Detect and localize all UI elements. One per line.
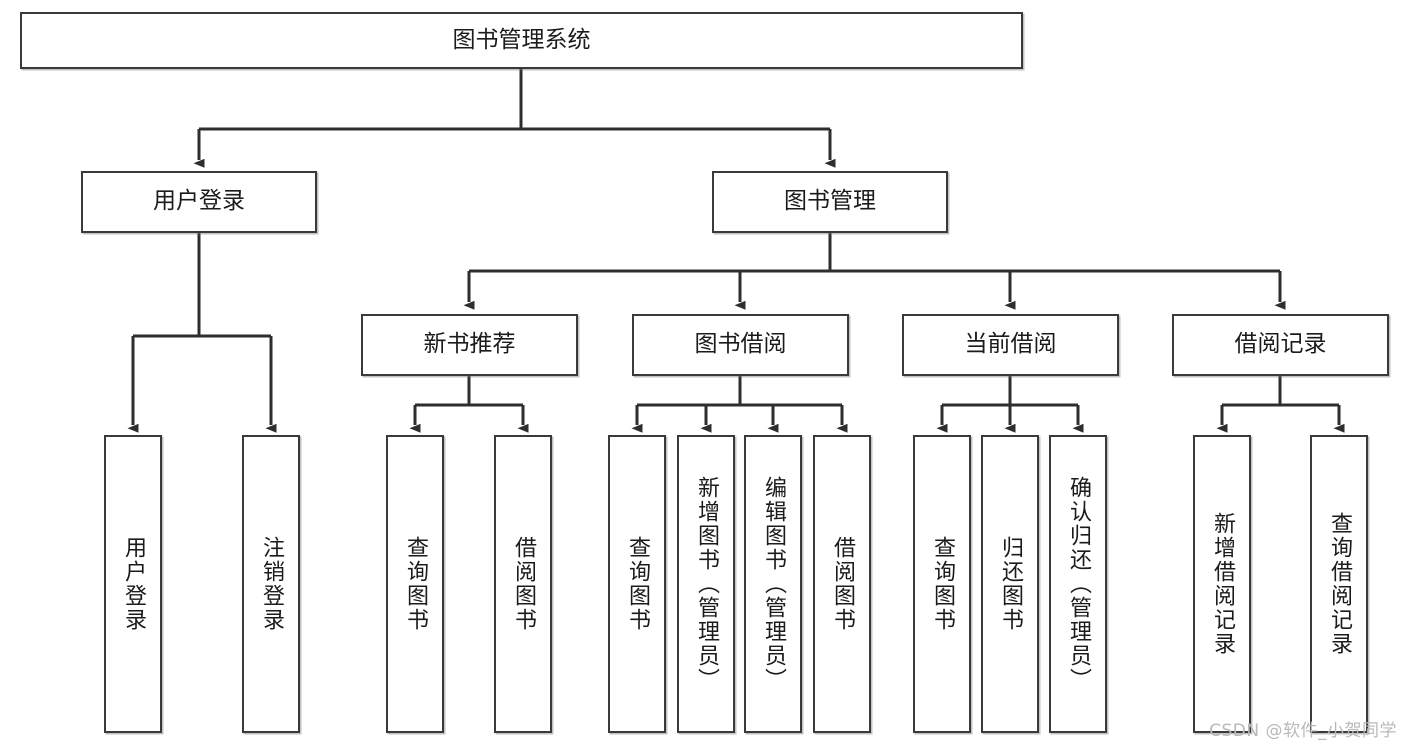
node-label: 查询图书 bbox=[403, 536, 428, 632]
node-label: 新增图书（管理员） bbox=[694, 476, 719, 692]
node-label: 借阅记录 bbox=[1234, 331, 1327, 358]
node-label: 用户登录 bbox=[121, 536, 146, 632]
node-label: 查询图书 bbox=[930, 536, 955, 632]
node-label: 查询借阅记录 bbox=[1327, 512, 1352, 656]
leaf-book-borrow-add-admin[interactable]: 新增图书（管理员） bbox=[677, 435, 735, 733]
leaf-new-book-borrow[interactable]: 借阅图书 bbox=[494, 435, 552, 733]
node-label: 编辑图书（管理员） bbox=[761, 476, 786, 692]
leaf-user-login-logout[interactable]: 注销登录 bbox=[242, 435, 300, 733]
node-label: 借阅图书 bbox=[511, 536, 536, 632]
node-label: 用户登录 bbox=[153, 188, 245, 215]
node-new-book-recommend[interactable]: 新书推荐 bbox=[361, 314, 578, 376]
leaf-borrow-record-query[interactable]: 查询借阅记录 bbox=[1310, 435, 1368, 733]
node-book-management[interactable]: 图书管理 bbox=[712, 171, 948, 233]
node-label: 图书借阅 bbox=[694, 331, 787, 358]
leaf-current-borrow-query[interactable]: 查询图书 bbox=[913, 435, 971, 733]
node-label: 确认归还（管理员） bbox=[1066, 476, 1091, 692]
node-book-management-system[interactable]: 图书管理系统 bbox=[20, 12, 1023, 69]
node-label: 借阅图书 bbox=[830, 536, 855, 632]
node-label: 新书推荐 bbox=[423, 331, 516, 358]
leaf-book-borrow-borrow[interactable]: 借阅图书 bbox=[813, 435, 871, 733]
csdn-watermark: CSDN @软件_小贺同学 bbox=[1209, 721, 1397, 741]
node-label: 查询图书 bbox=[625, 536, 650, 632]
leaf-book-borrow-edit-admin[interactable]: 编辑图书（管理员） bbox=[744, 435, 802, 733]
leaf-book-borrow-query[interactable]: 查询图书 bbox=[608, 435, 666, 733]
node-label: 注销登录 bbox=[259, 536, 284, 632]
node-borrow-record[interactable]: 借阅记录 bbox=[1172, 314, 1389, 376]
node-label: 当前借阅 bbox=[964, 331, 1057, 358]
node-current-borrow[interactable]: 当前借阅 bbox=[902, 314, 1119, 376]
leaf-current-borrow-confirm-admin[interactable]: 确认归还（管理员） bbox=[1049, 435, 1107, 733]
node-user-login[interactable]: 用户登录 bbox=[81, 171, 317, 233]
leaf-new-book-query[interactable]: 查询图书 bbox=[386, 435, 444, 733]
node-label: 归还图书 bbox=[998, 536, 1023, 632]
leaf-current-borrow-return[interactable]: 归还图书 bbox=[981, 435, 1039, 733]
node-book-borrow[interactable]: 图书借阅 bbox=[632, 314, 849, 376]
node-label: 图书管理 bbox=[784, 188, 876, 215]
node-label: 新增借阅记录 bbox=[1210, 512, 1235, 656]
node-label: 图书管理系统 bbox=[452, 26, 591, 53]
leaf-user-login-login[interactable]: 用户登录 bbox=[104, 435, 162, 733]
leaf-borrow-record-add[interactable]: 新增借阅记录 bbox=[1193, 435, 1251, 733]
